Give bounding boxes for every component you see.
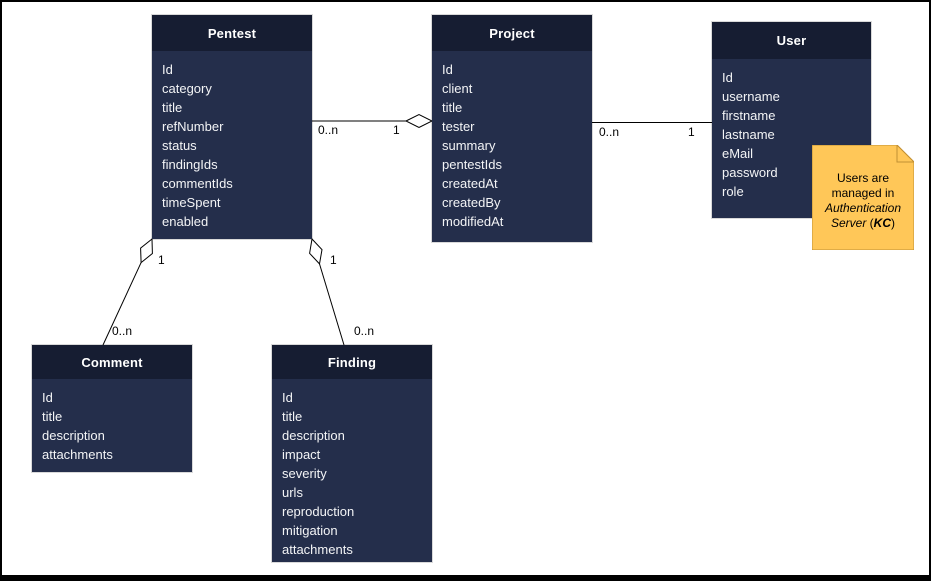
entity-field: mitigation [282, 523, 338, 538]
entity-field: Id [282, 390, 293, 405]
sticky-note-text: Users are managed in Authentication Serv… [812, 145, 914, 231]
entity-user-title: User [712, 22, 871, 59]
entity-comment: Comment Id title description attachments [32, 345, 192, 472]
entity-user-fields: Id username firstname lastname eMail pas… [712, 59, 871, 201]
entity-field: eMail [722, 146, 754, 161]
entity-finding: Finding Id title description impact seve… [272, 345, 432, 562]
entity-field: lastname [722, 127, 775, 142]
note-text-italic: Authentication Server [824, 201, 902, 230]
sticky-note-fold-icon [896, 143, 916, 163]
entity-field: category [162, 81, 212, 96]
entity-field: Id [42, 390, 53, 405]
entity-comment-title: Comment [32, 345, 192, 379]
entity-pentest-title: Pentest [152, 15, 312, 51]
entity-field: impact [282, 447, 321, 462]
entity-field: description [282, 428, 345, 443]
entity-field: client [442, 81, 473, 96]
entity-field: username [722, 89, 780, 104]
entity-field: pentestIds [442, 157, 502, 172]
entity-project: Project Id client title tester summary p… [432, 15, 592, 242]
entity-field: urls [282, 485, 303, 500]
entity-field: severity [282, 466, 327, 481]
entity-project-title: Project [432, 15, 592, 51]
entity-field: tester [442, 119, 475, 134]
entity-field: Id [722, 70, 733, 85]
entity-finding-fields: Id title description impact severity url… [272, 379, 432, 559]
entity-finding-title: Finding [272, 345, 432, 379]
entity-project-fields: Id client title tester summary pentestId… [432, 51, 592, 231]
entity-field: title [42, 409, 63, 424]
connector-pentest-finding [319, 263, 345, 346]
entity-field: Id [162, 62, 173, 77]
aggregation-diamond-finding [309, 237, 323, 265]
entity-field: commentIds [162, 176, 233, 191]
entity-pentest-fields: Id category title refNumber status findi… [152, 51, 312, 231]
note-text-open-paren: ( [866, 216, 874, 230]
entity-field: role [722, 184, 744, 199]
multiplicity-project-user-target: 1 [688, 125, 695, 139]
entity-field: title [442, 100, 463, 115]
entity-field: createdBy [442, 195, 501, 210]
entity-field: title [282, 409, 303, 424]
entity-field: status [162, 138, 197, 153]
entity-field: Id [442, 62, 453, 77]
aggregation-diamond-comment [140, 237, 153, 264]
multiplicity-pentest-finding-one: 1 [330, 253, 337, 267]
note-text-plain: Users are managed in [831, 171, 895, 200]
entity-field: timeSpent [162, 195, 221, 210]
multiplicity-pentest-project-target: 1 [393, 123, 400, 137]
entity-field: firstname [722, 108, 776, 123]
entity-field: description [42, 428, 105, 443]
entity-field: createdAt [442, 176, 498, 191]
entity-field: enabled [162, 214, 209, 229]
aggregation-diamond-project [404, 113, 434, 129]
entity-field: reproduction [282, 504, 355, 519]
entity-field: summary [442, 138, 496, 153]
entity-field: modifiedAt [442, 214, 504, 229]
note-text-close-paren: ) [891, 216, 896, 230]
entity-field: title [162, 100, 183, 115]
entity-field: findingIds [162, 157, 218, 172]
sticky-note: Users are managed in Authentication Serv… [811, 143, 916, 251]
entity-comment-fields: Id title description attachments [32, 379, 192, 464]
multiplicity-project-user-source: 0..n [599, 125, 620, 139]
entity-pentest: Pentest Id category title refNumber stat… [152, 15, 312, 239]
multiplicity-pentest-comment-many: 0..n [112, 324, 133, 338]
entity-field: attachments [282, 542, 353, 557]
multiplicity-pentest-finding-many: 0..n [354, 324, 375, 338]
entity-field: refNumber [162, 119, 224, 134]
entity-field: password [722, 165, 778, 180]
entity-field: attachments [42, 447, 113, 462]
multiplicity-pentest-project-source: 0..n [318, 123, 339, 137]
multiplicity-pentest-comment-one: 1 [158, 253, 165, 267]
note-text-bold: KC [873, 216, 892, 230]
